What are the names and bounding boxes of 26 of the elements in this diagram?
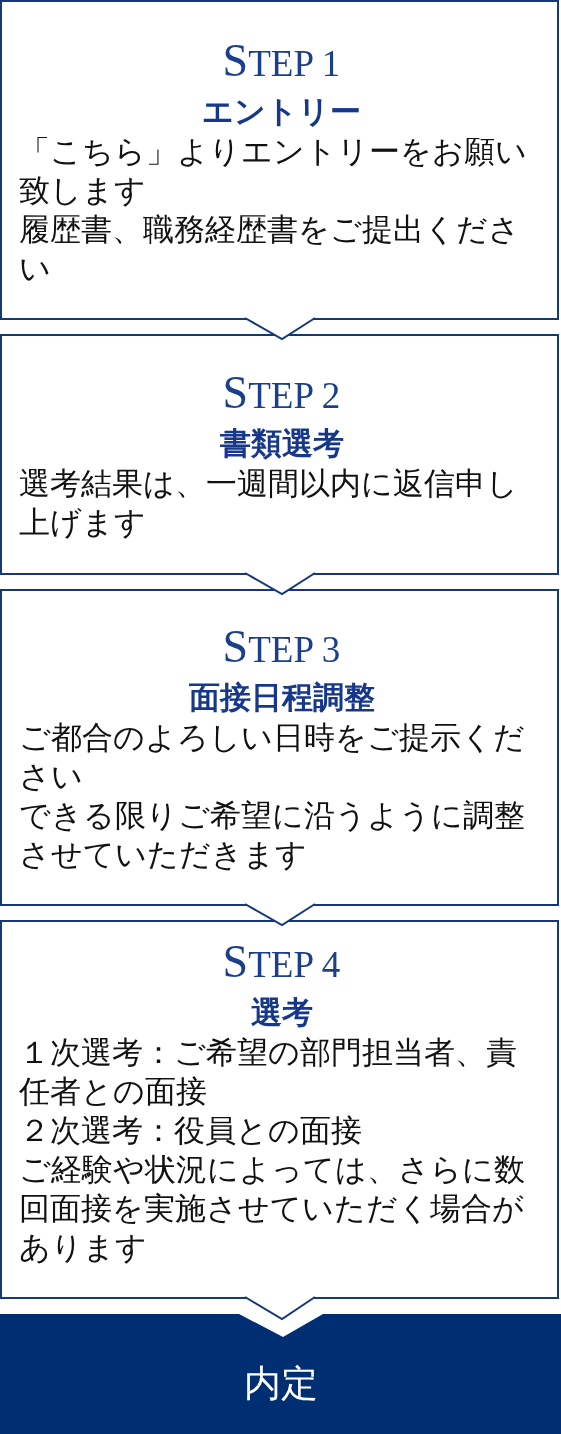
chevron-arrow — [244, 317, 316, 341]
result-label: 内定 — [243, 1361, 318, 1406]
step-description: 履歴書、職務経歴書をご提出ください — [19, 209, 521, 288]
step-box — [0, 589, 559, 906]
step-title: 面接日程調整 — [188, 680, 375, 714]
step-number: STEP 3 — [222, 630, 341, 670]
step-description: ２次選考：役員との面接 — [19, 1111, 363, 1150]
step-title: エントリー — [202, 93, 361, 128]
step-box — [0, 334, 559, 575]
step-description: １次選考：ご希望の部門担当者、責任者との面接 — [19, 1033, 518, 1111]
step-number: STEP 4 — [222, 945, 341, 985]
step-number: STEP 2 — [222, 376, 341, 416]
step-title: 書類選考 — [219, 426, 344, 460]
step-number: STEP 1 — [222, 43, 341, 84]
step-box — [0, 0, 559, 320]
chevron-arrow — [244, 1296, 316, 1321]
step-description: 「こちら」よりエントリーをお願い致します — [19, 131, 528, 210]
step-description: ご経験や状況によっては、さらに数回面接を実施させていただく場合があります — [19, 1150, 526, 1267]
final-step-box — [0, 1314, 561, 1434]
chevron-arrow — [244, 903, 316, 927]
chevron-arrow — [244, 572, 316, 596]
step-title: 選考 — [250, 995, 313, 1029]
step-description: ご都合のよろしい日時をご提示ください — [19, 718, 526, 796]
step-description: 選考結果は、一週間以内に返信申し上げます — [19, 464, 519, 542]
step-description: できる限りご希望に沿うように調整させていただきます — [19, 796, 526, 874]
step-box — [0, 920, 559, 1299]
